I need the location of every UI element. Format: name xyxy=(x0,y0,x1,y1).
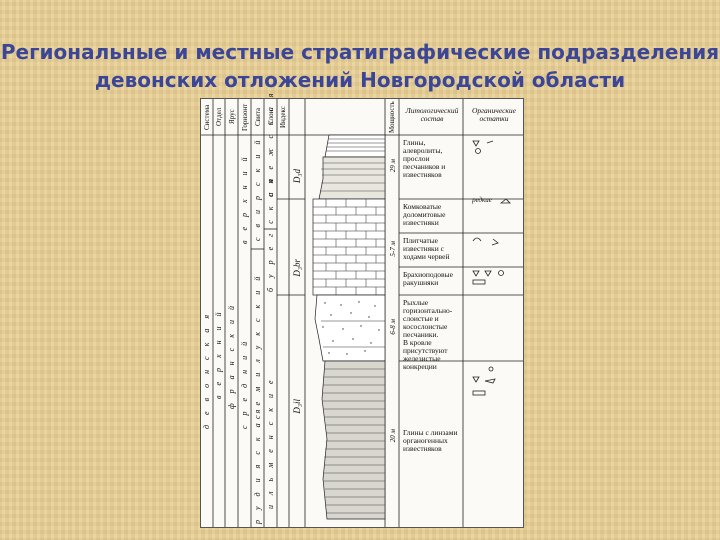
unit-horizon-upper: в е р х н и й xyxy=(240,144,250,244)
unit-member-2: б у р е г с к а я xyxy=(266,204,276,292)
slide-title: Региональные и местные стратиграфические… xyxy=(0,38,720,94)
header-department: Отдел xyxy=(215,101,224,133)
unit-index-1: D₃d xyxy=(292,169,302,183)
unit-suite-lower: р у д и я с к а я xyxy=(253,429,263,524)
slide-title-line-2: девонских отложений Новгородской области xyxy=(0,66,720,94)
header-horizon: Горизонт xyxy=(241,101,250,133)
header-stage: Ярус xyxy=(228,101,237,133)
header-index: Индекс xyxy=(279,101,288,133)
unit-suite-middle: с е м и л у к с к и й xyxy=(253,289,263,419)
header-suite: Свита xyxy=(254,101,263,133)
lithology-description-3: Плитчатые известняки с ходами червей xyxy=(403,237,449,261)
thickness-2: 5-7 м xyxy=(389,241,397,257)
header-thickness: Мощность xyxy=(388,101,397,133)
unit-index-2: D₃br xyxy=(292,259,302,277)
thickness-3: 6-8 м xyxy=(389,319,397,335)
slide-title-line-1: Региональные и местные стратиграфические… xyxy=(0,38,720,66)
unit-department: в е р х н и й xyxy=(214,249,224,399)
lithology-description-5: Рыхлые горизонтально- слоистые и кососло… xyxy=(403,299,452,371)
lithology-description-6: Глины с линзами органогенных известняков xyxy=(403,429,457,453)
unit-member-3: и л ь м е н с к и е xyxy=(266,349,276,509)
thickness-1: 29 м xyxy=(389,159,397,172)
stratigraphic-column-figure: Система Отдел Ярус Горизонт Свита Слои И… xyxy=(200,98,524,528)
unit-suite-upper: с в и р с к и й xyxy=(253,141,263,241)
unit-system: д е в о н с к а я xyxy=(202,249,212,429)
lithology-description-1: Глины, алевролиты, прослои песчаников и … xyxy=(403,139,445,179)
lithology-description-2: Комковатые доломитовые известняки xyxy=(403,203,445,227)
unit-horizon-middle: с р е д н и й xyxy=(240,309,250,429)
header-system: Система xyxy=(203,101,212,133)
unit-index-3: D₃il xyxy=(292,399,302,414)
unit-stage: ф р а н с к и й xyxy=(227,259,237,409)
header-fossils: Органические остатки xyxy=(465,107,523,123)
thickness-4: 20 м xyxy=(389,429,397,442)
lithology-description-4: Брахиоподовые ракушняки xyxy=(403,271,453,287)
header-lithology: Литологический состав xyxy=(401,107,463,123)
fossil-note-rare: редкие xyxy=(467,196,497,204)
